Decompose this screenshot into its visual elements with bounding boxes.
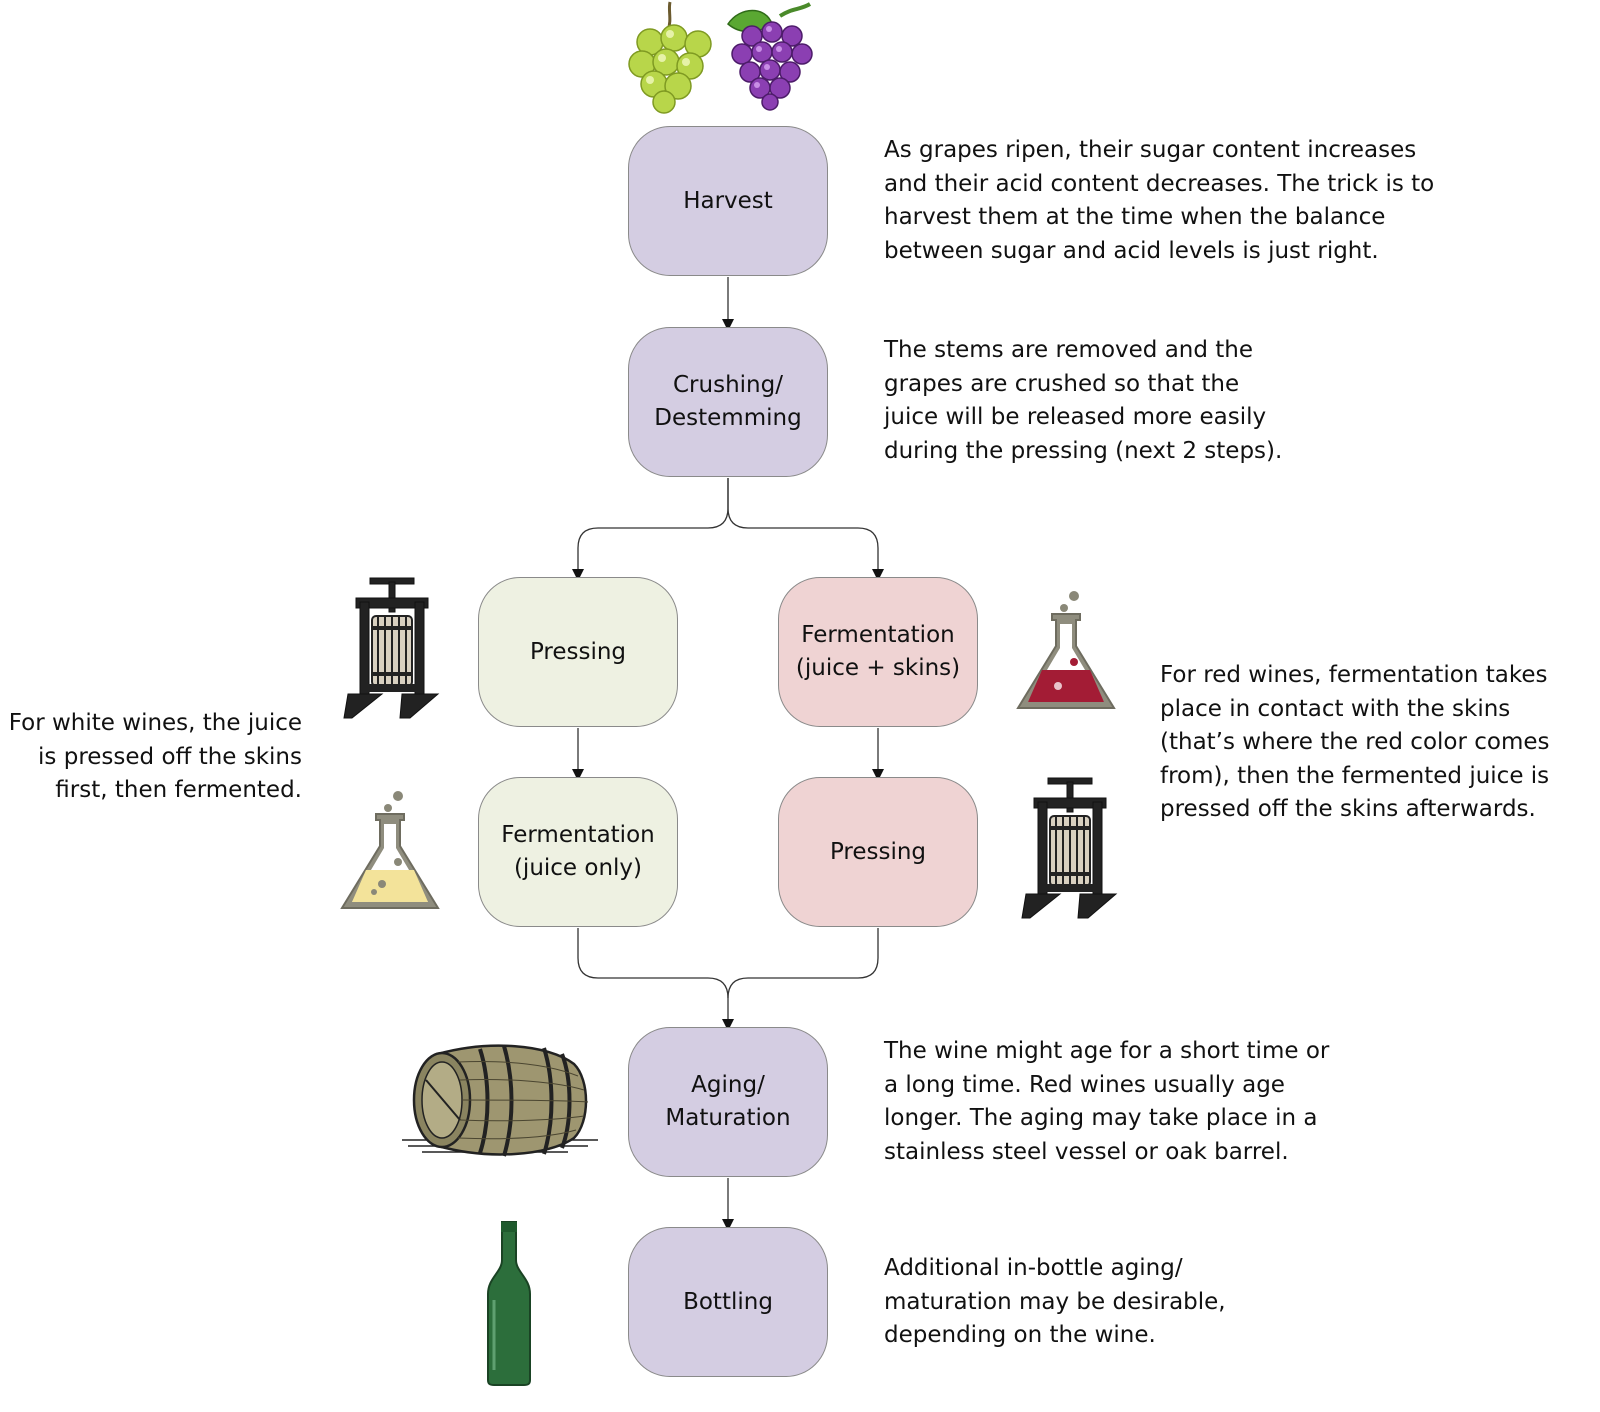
- wine-bottle-icon: [487, 1221, 531, 1386]
- step-aging-maturation: Aging/ Maturation: [628, 1027, 828, 1177]
- description-red-wine: For red wines, fermentation takes place …: [1160, 662, 1550, 822]
- wine-press-icon: [1021, 777, 1118, 919]
- step-harvest: Harvest: [628, 126, 828, 276]
- arrow-crushing-to-red-fermentation: [727, 478, 884, 581]
- step-bottling: Bottling: [628, 1227, 828, 1377]
- green-grapes-icon: [628, 1, 712, 114]
- step-red-pressing: Pressing: [778, 777, 978, 927]
- flask-icon: [340, 791, 440, 909]
- description-crushing: The stems are removed and the grapes are…: [884, 337, 1283, 464]
- step-white-pressing: Pressing: [478, 577, 678, 727]
- flask-icon: [1016, 591, 1116, 709]
- arrow-crushing-to-white-pressing: [572, 478, 729, 581]
- description-white-wine: For white wines, the juice is pressed of…: [8, 710, 302, 803]
- step-red-fermentation: Fermentation (juice + skins): [778, 577, 978, 727]
- wine-press-icon: [343, 577, 440, 719]
- step-crushing-destemming: Crushing/ Destemming: [628, 327, 828, 477]
- arrow-white-to-aging: [577, 928, 734, 1031]
- description-bottling: Additional in-bottle aging/ maturation m…: [884, 1255, 1226, 1348]
- description-harvest: As grapes ripen, their sugar content inc…: [884, 137, 1435, 264]
- barrel-icon: [402, 1044, 598, 1157]
- step-white-fermentation: Fermentation (juice only): [478, 777, 678, 927]
- description-aging: The wine might age for a short time or a…: [884, 1038, 1330, 1165]
- arrow-red-to-aging: [727, 928, 879, 999]
- purple-grapes-icon: [727, 2, 813, 111]
